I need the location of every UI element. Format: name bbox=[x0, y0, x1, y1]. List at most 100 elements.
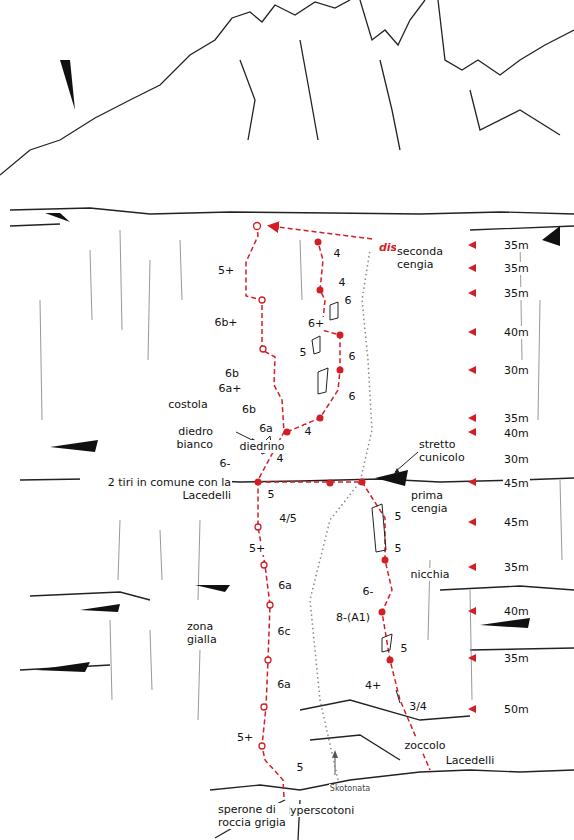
topo-label: zoccolo bbox=[403, 739, 446, 752]
topo-stroke bbox=[387, 657, 394, 664]
topo-stroke bbox=[254, 223, 261, 230]
topo-label: sperone di roccia grigia bbox=[217, 803, 289, 829]
topo-label: 35m bbox=[503, 561, 530, 574]
topo-label: 35m bbox=[503, 287, 530, 300]
topo-stroke bbox=[372, 504, 386, 552]
topo-label: 6a bbox=[276, 678, 292, 691]
topo-stroke bbox=[330, 302, 338, 320]
topo-stroke bbox=[261, 562, 267, 568]
topo-label: 30m bbox=[503, 453, 530, 466]
topo-label: 40m bbox=[503, 605, 530, 618]
topo-stroke bbox=[259, 297, 265, 303]
topo-label: zona gialla bbox=[186, 620, 228, 646]
topo-stroke bbox=[80, 604, 120, 612]
topo-stroke bbox=[542, 226, 560, 246]
topo-stroke bbox=[382, 557, 389, 564]
topo-label: 5 bbox=[400, 642, 409, 655]
topo-label: 5+ bbox=[248, 542, 266, 555]
topo-stroke bbox=[327, 480, 334, 487]
topo-stroke bbox=[317, 415, 324, 422]
topo-label: Skotonata bbox=[329, 784, 371, 793]
topo-stroke bbox=[30, 586, 574, 600]
topo-stroke bbox=[40, 230, 562, 720]
topo-stroke bbox=[0, 0, 574, 175]
topo-stroke bbox=[359, 479, 366, 486]
topo-label: 50m bbox=[503, 703, 530, 716]
topo-stroke bbox=[312, 336, 320, 354]
topo-stroke bbox=[240, 40, 560, 150]
topo-label: 8-(A1) bbox=[335, 611, 371, 624]
topo-label: nicchia bbox=[410, 568, 451, 581]
topo-stroke bbox=[300, 700, 470, 760]
topo-label: 6a bbox=[277, 579, 293, 592]
topo-stroke bbox=[210, 770, 574, 840]
topo-stroke bbox=[318, 368, 328, 394]
topo-stroke bbox=[258, 482, 430, 770]
topo-label: 2 tiri in comune con la Lacedelli bbox=[80, 476, 232, 502]
topo-label: 35m bbox=[503, 652, 530, 665]
topo-label: stretto cunicolo bbox=[418, 438, 480, 464]
topo-label: 35m bbox=[503, 262, 530, 275]
topo-label: 35m bbox=[503, 239, 530, 252]
topo-stroke bbox=[255, 239, 477, 714]
topo-label: 4 bbox=[304, 425, 313, 438]
topo-stroke bbox=[60, 60, 75, 110]
topo-stroke bbox=[246, 226, 430, 797]
topo-label: 6+ bbox=[307, 317, 325, 330]
topo-stroke bbox=[287, 242, 340, 432]
topo-stroke bbox=[396, 690, 400, 703]
topo-stroke bbox=[337, 332, 344, 339]
topo-label: seconda cengia bbox=[396, 245, 448, 271]
topo-label: 40m bbox=[503, 427, 530, 440]
topo-stroke bbox=[35, 60, 560, 672]
topo-label: 4 bbox=[333, 247, 342, 260]
topo-stroke bbox=[267, 602, 273, 608]
topo-label: 6 bbox=[348, 350, 357, 363]
topo-label: 5 bbox=[394, 510, 403, 523]
topo-stroke bbox=[45, 213, 70, 222]
topo-stroke bbox=[10, 208, 574, 214]
topo-stroke bbox=[317, 287, 324, 294]
topo-label: 45m bbox=[503, 477, 530, 490]
topo-stroke bbox=[480, 618, 530, 628]
topo-label: 6- bbox=[362, 585, 375, 598]
topo-label: Hyperscotoni bbox=[281, 804, 356, 817]
topo-label: 5 bbox=[267, 488, 276, 501]
topo-stroke bbox=[254, 223, 274, 750]
topo-label: Lacedelli bbox=[445, 754, 496, 767]
topo-label: 5+ bbox=[236, 731, 254, 744]
topo-label: 5 bbox=[394, 542, 403, 555]
topo-label: 6a bbox=[258, 422, 274, 435]
topo-label: 6a+ bbox=[218, 382, 243, 395]
topo-label: 6b+ bbox=[213, 316, 238, 329]
topo-label: 3/4 bbox=[408, 700, 428, 713]
topo-stroke bbox=[270, 226, 372, 239]
topo-stroke bbox=[20, 648, 574, 670]
topo-label: 6- bbox=[219, 457, 232, 470]
topo-label: 5 bbox=[299, 346, 308, 359]
topo-stroke bbox=[261, 704, 267, 710]
topo-label: 6b bbox=[224, 367, 240, 380]
topo-stroke bbox=[310, 250, 372, 780]
topo-stroke bbox=[35, 662, 90, 672]
topo-stroke bbox=[284, 429, 291, 436]
topo-label: 45m bbox=[503, 516, 530, 529]
topo-stroke bbox=[255, 524, 261, 530]
topo-label: 6c bbox=[276, 625, 291, 638]
topo-label: 6b bbox=[241, 403, 257, 416]
topo-stroke bbox=[375, 470, 408, 486]
topo-label: 4+ bbox=[364, 679, 382, 692]
topo-stroke bbox=[260, 346, 266, 352]
topo-label: 6 bbox=[348, 390, 357, 403]
topo-stroke bbox=[337, 367, 344, 374]
topo-label: 6 bbox=[344, 294, 353, 307]
topo-stroke bbox=[315, 239, 322, 246]
topo-label: 30m bbox=[503, 364, 530, 377]
topo-label: 4 bbox=[338, 276, 347, 289]
topo-stroke bbox=[50, 440, 98, 452]
topo-label: 35m bbox=[503, 412, 530, 425]
topo-stroke bbox=[379, 609, 386, 616]
topo-stroke bbox=[468, 241, 476, 713]
